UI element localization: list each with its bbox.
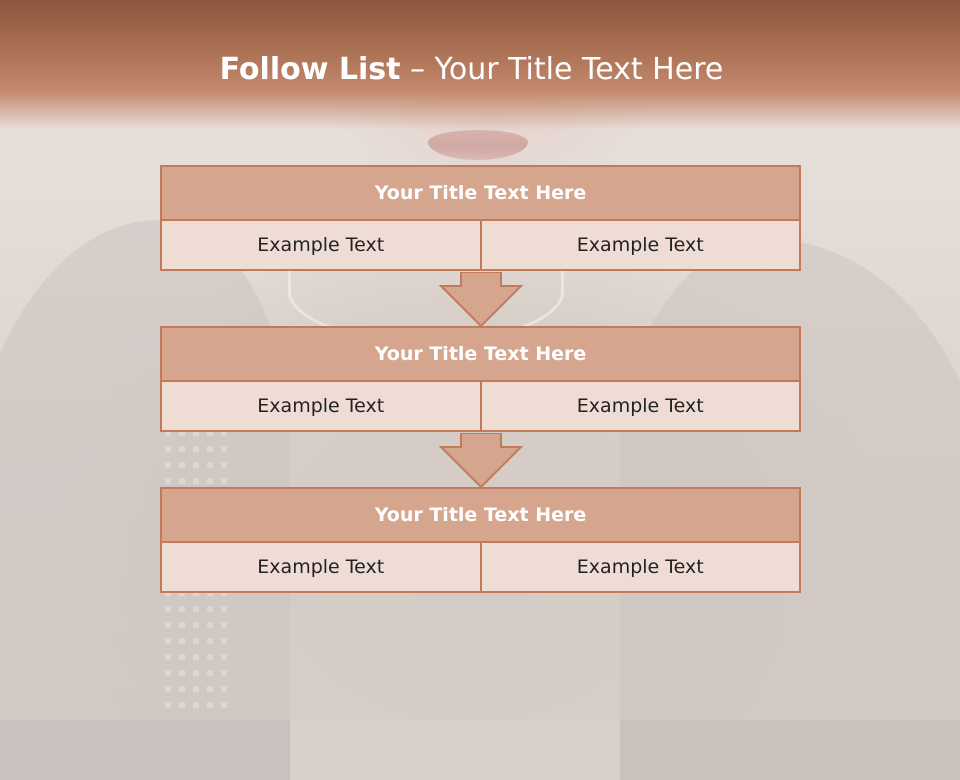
slide-title-bold: Follow List — [219, 52, 401, 87]
step-row: Example Text Example Text — [160, 382, 801, 432]
step-cell-left: Example Text — [160, 221, 482, 271]
step-title: Your Title Text Here — [160, 487, 801, 543]
step-cell-right: Example Text — [481, 382, 801, 432]
step-cell-left: Example Text — [160, 543, 482, 593]
slide-title: Follow List – Your Title Text Here — [0, 52, 943, 87]
down-arrow-icon — [438, 433, 524, 489]
down-arrow-icon — [438, 272, 524, 328]
step-row: Example Text Example Text — [160, 221, 801, 271]
step-block-1: Your Title Text Here Example Text Exampl… — [160, 165, 801, 271]
slide-title-rest: – Your Title Text Here — [400, 52, 724, 87]
background-lips — [428, 130, 528, 160]
step-row: Example Text Example Text — [160, 543, 801, 593]
step-block-3: Your Title Text Here Example Text Exampl… — [160, 487, 801, 593]
step-title: Your Title Text Here — [160, 326, 801, 382]
step-title: Your Title Text Here — [160, 165, 801, 221]
step-cell-left: Example Text — [160, 382, 482, 432]
step-cell-right: Example Text — [481, 543, 801, 593]
header-band — [0, 0, 960, 130]
step-block-2: Your Title Text Here Example Text Exampl… — [160, 326, 801, 432]
step-cell-right: Example Text — [481, 221, 801, 271]
